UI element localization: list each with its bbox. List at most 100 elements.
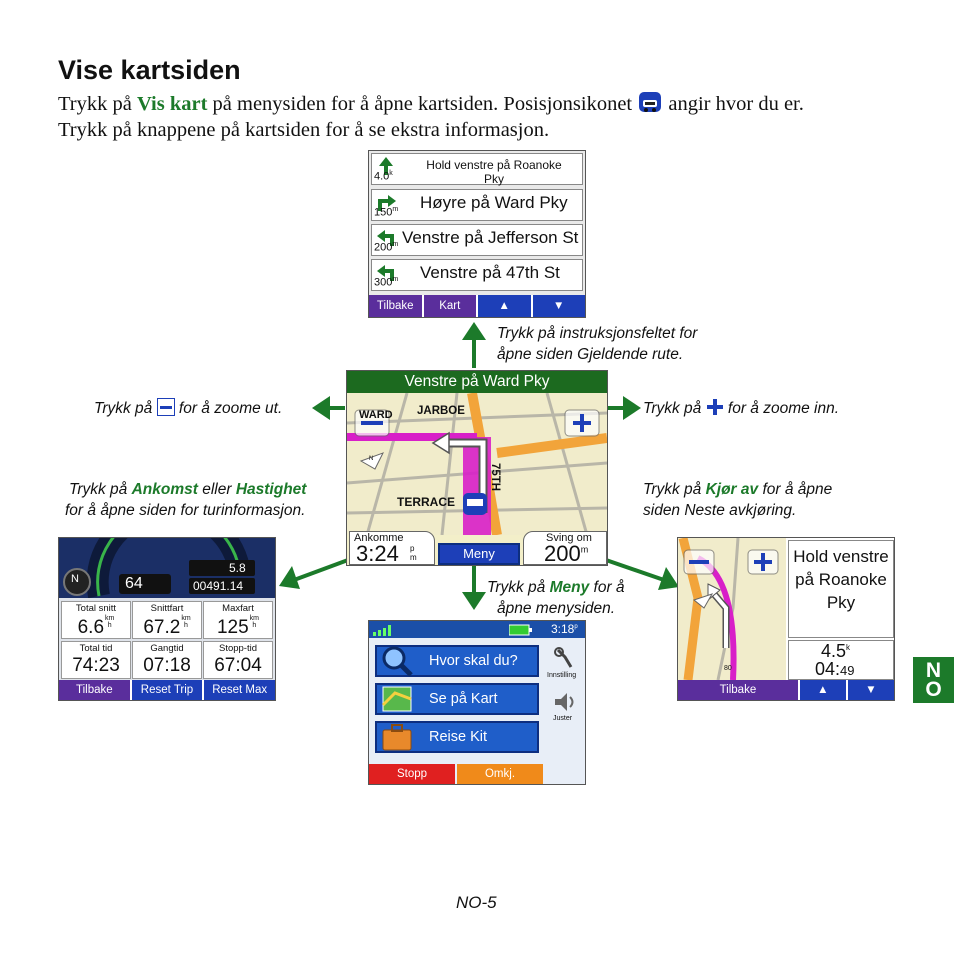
route-row-text: Høyre på Ward Pky [420,193,568,212]
route-row-distance: 150m [374,206,399,219]
compass-label: N [369,456,374,462]
reset-trip-button[interactable]: Reset Trip [131,680,203,700]
caption-zoom-in: Trykk på for å zoome inn. [643,399,840,417]
arrow-down-right [605,558,665,582]
where-to-button[interactable]: Hvor skal du? [375,645,539,677]
back-button[interactable]: Tilbake [678,680,798,700]
scroll-down-button[interactable]: ▼ [847,680,894,700]
scroll-up-button[interactable]: ▲ [478,295,531,317]
map-button[interactable]: Kart [423,295,476,317]
caption-line: åpne siden Gjeldende rute. [497,346,684,363]
caption-menu: Trykk på Meny for å åpne menysiden. [487,579,625,617]
road-label: 80 [724,665,732,672]
turn-label: Sving om [546,532,592,544]
map-view[interactable] [347,393,607,535]
route-button-bar: Tilbake Kart ▲ ▼ [369,295,585,317]
travel-kit-button[interactable]: Reise Kit [375,721,539,753]
stop-button[interactable]: Stopp [369,764,455,784]
turn-value: 200m [544,541,589,566]
turn-right-icon [378,195,396,211]
turn-field[interactable]: Sving om 200m [523,531,607,565]
up-arrow-icon: ▲ [817,684,829,696]
route-row[interactable]: 300m Venstre på 47th St [371,259,583,291]
status-bar: 3:18p [369,621,585,638]
street-ward: WARD [359,409,393,421]
adjust-label: Juster [553,715,573,722]
exit-time: 04:49 [815,659,855,679]
route-row-distance: 300m [374,276,399,289]
menu-button-bar: Stopp Omkj. [369,764,585,784]
menu-screen: 3:18p Hvor skal du? Se på Kart Reise Kit… [368,620,586,785]
wrench-icon[interactable] [553,647,575,671]
route-row-text: Venstre på 47th St [420,263,560,282]
route-list-screen: 4.0k Hold venstre på Roanoke Pky 150m Hø… [368,150,586,318]
exit-description[interactable]: Hold venstre på Roanoke Pky [788,540,894,638]
exit-distance-field[interactable]: 4.5k 04:49 [788,640,894,680]
street-terrace: TERRACE [397,495,456,509]
intro-highlight-vis-kart: Vis kart [136,93,208,115]
intro-text: angir hvor du er. [663,93,804,115]
instruction-bar[interactable]: Venstre på Ward Pky [347,371,607,393]
battery-icon [509,624,532,636]
scroll-down-button[interactable]: ▼ [532,295,585,317]
menu-button[interactable]: Meny [438,543,520,565]
arrival-value: 3:24 [356,541,399,566]
route-row-distance: 4.0k [374,170,393,183]
speaker-icon[interactable] [553,691,577,713]
exit-distance: 4.5k [821,641,851,661]
route-row-text: Hold venstre på Roanoke Pky [426,158,562,186]
arrow-down-left-head [279,566,300,589]
exit-map[interactable] [678,538,786,680]
down-arrow-icon: ▼ [865,684,877,696]
map-screen: Venstre på Ward Pky WARD JARBOE TERRACE … [346,370,608,566]
settings-label: Innstilling [547,672,577,679]
scroll-up-button[interactable]: ▲ [799,680,846,700]
arrival-label: Ankomme [354,532,404,544]
map-icon [381,686,412,712]
arrow-right-head [623,396,641,420]
trip-button-bar: Tilbake Reset Trip Reset Max [59,680,275,700]
next-exit-screen: 80 Hold venstre på Roanoke Pky 4.5k 04:4… [677,537,895,701]
turn-left-icon [377,230,394,246]
back-button[interactable]: Tilbake [369,295,422,317]
route-row[interactable]: 4.0k Hold venstre på Roanoke Pky [371,153,583,186]
clock: 3:18p [551,622,578,636]
language-badge: N O [913,657,954,703]
suitcase-icon [382,724,412,751]
arrow-down-head [462,592,486,610]
down-arrow-icon: ▼ [553,300,565,312]
detour-button[interactable]: Omkj. [457,764,543,784]
magnifier-icon [382,646,413,677]
signal-icon [373,625,391,636]
arrow-left-head [312,396,330,420]
route-row[interactable]: 150m Høyre på Ward Pky [371,189,583,221]
odometer: 00491.14 [193,579,244,593]
caption-trip: Trykk på Ankomst eller Hastighet for å å… [65,481,307,519]
view-map-button[interactable]: Se på Kart [375,683,539,715]
minus-icon [156,398,175,416]
back-button[interactable]: Tilbake [59,680,130,700]
straight-arrow-icon [379,157,393,175]
route-row[interactable]: 200m Venstre på Jefferson St [371,224,583,256]
current-speed[interactable]: 64 [125,575,143,592]
arrow-down-right-head [658,567,679,590]
arrow-up-head [462,322,486,340]
route-row-distance: 200m [374,241,399,254]
trip-odometer: 5.8 [229,561,246,575]
speedometer [59,538,275,598]
up-arrow-icon: ▲ [498,300,510,312]
position-icon [637,89,663,115]
page-number: NO-5 [456,893,497,912]
reset-max-button[interactable]: Reset Max [204,680,275,700]
arrow-down-left [293,558,349,582]
